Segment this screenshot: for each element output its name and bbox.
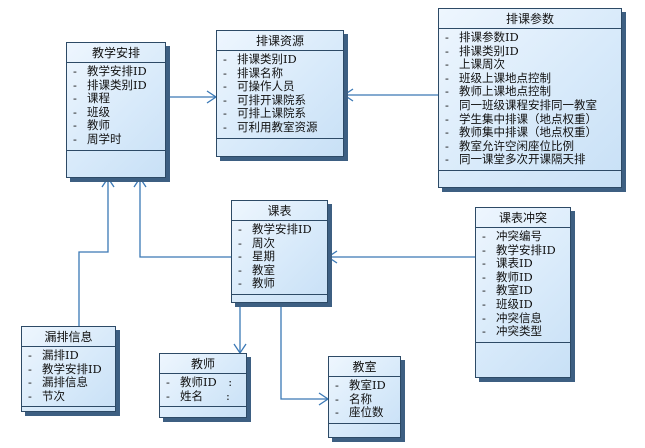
attribute: -学生集中排课（地点权重） [445,111,597,126]
attribute-list: -冲突编号 -教学安排ID -课表ID -教师ID -教室ID -班级ID -冲… [476,228,570,343]
attribute-list: -教师ID : -姓名 : [160,374,246,408]
attribute: -班级 [73,104,110,119]
attribute: -周学时 [73,131,122,146]
operations-section [67,151,165,165]
attribute: -班级上课地点控制 [445,70,551,85]
arrowhead-ziyuan-right [342,88,354,102]
arrowhead-jiaoxue-b [101,176,115,188]
class-title: 漏排信息 [22,327,115,347]
class-teacher: 教师 -教师ID : -姓名 : [159,353,247,418]
attribute: -班级ID [482,296,533,311]
attribute: -教学安排ID [73,64,147,78]
class-title: 排课参数 [439,9,621,29]
attribute: -周次 [238,235,275,250]
attribute: -教室ID [335,378,386,392]
attribute: -课程 [73,91,110,106]
class-teaching-arrangement: 教学安排 -教学安排ID -排课类别ID -课程 -班级 -教师 -周学时 [66,42,166,178]
attribute: -漏排信息 [28,375,88,390]
attribute: -冲突信息 [482,310,542,325]
attribute: -冲突类型 [482,324,542,339]
connector-kebiao-to-classroom [280,303,328,400]
class-title: 教学安排 [67,43,165,63]
attribute: -可操作人员 [223,79,295,94]
attribute: -教师上课地点控制 [445,84,551,99]
attribute-list: -排课参数ID -排课类别ID -上课周次 -班级上课地点控制 -教师上课地点控… [439,29,621,171]
operations-section [160,407,246,421]
class-scheduling-parameters: 排课参数 -排课参数ID -排课类别ID -上课周次 -班级上课地点控制 -教师… [438,8,622,188]
attribute: -教学安排ID [28,361,102,376]
connector-loupai-to-jiaoxue [78,178,109,326]
attribute: -名称 [335,391,372,406]
attribute: -教室 [238,262,275,277]
attribute: -同一班级课程安排同一教室 [445,97,597,112]
attribute-list: -排课类别ID -排课名称 -可操作人员 -可排开课院系 -可排上课院系 -可利… [217,51,343,139]
class-classroom: 教室 -教室ID -名称 -座位数 [328,356,401,438]
attribute: -教室允许空闲座位比例 [445,138,574,153]
attribute: -教师ID : [166,375,233,389]
attribute: -座位数 [335,405,384,420]
attribute: -冲突编号 [482,229,542,243]
operations-section [329,424,400,438]
arrowhead-jiaoxue-a [133,176,147,188]
class-title: 教师 [160,354,246,374]
attribute: -姓名 : [166,388,230,403]
attribute-list: -教室ID -名称 -座位数 [329,377,400,424]
attribute: -教师 [238,276,275,291]
class-title: 教室 [329,357,400,377]
attribute: -星期 [238,249,275,264]
attribute: -节次 [28,388,65,403]
attribute: -排课类别ID [445,43,519,58]
attribute: -可利用教室资源 [223,119,318,134]
arrowhead-kebiao [326,250,338,264]
attribute-list: -漏排ID -教学安排ID -漏排信息 -节次 [22,347,115,408]
class-scheduling-resources: 排课资源 -排课类别ID -排课名称 -可操作人员 -可排开课院系 -可排上课院… [216,30,344,157]
class-unscheduled-info: 漏排信息 -漏排ID -教学安排ID -漏排信息 -节次 [21,326,116,412]
connector-kebiao-to-jiaoxue [139,178,231,258]
attribute: -上课周次 [445,57,505,72]
class-timetable: 课表 -教学安排ID -周次 -星期 -教室 -教师 [231,200,328,303]
class-title: 课表冲突 [476,208,570,228]
attribute: -教室ID [482,283,533,298]
operations-section [232,295,327,309]
attribute: -教师集中排课（地点权重） [445,125,597,140]
attribute: -漏排ID [28,348,79,362]
class-timetable-conflict: 课表冲突 -冲突编号 -教学安排ID -课表ID -教师ID -教室ID -班级… [475,207,571,378]
attribute: -可排开课院系 [223,92,306,107]
attribute: -排课类别ID [73,77,147,92]
attribute: -教学安排ID [238,222,312,236]
attribute: -同一课堂多次开课隔天排 [445,152,586,167]
attribute: -课表ID [482,256,533,271]
operations-section [476,343,570,357]
attribute-list: -教学安排ID -周次 -星期 -教室 -教师 [232,221,327,295]
operations-section [22,407,115,421]
attribute: -排课参数ID [445,30,519,44]
attribute: -排课名称 [223,65,283,80]
class-title: 课表 [232,201,327,221]
attribute: -排课类别ID [223,52,297,66]
operations-section [217,139,343,153]
attribute: -可排上课院系 [223,106,306,121]
attribute: -教师ID [482,269,533,284]
class-title: 排课资源 [217,31,343,51]
attribute-list: -教学安排ID -排课类别ID -课程 -班级 -教师 -周学时 [67,63,165,151]
operations-section [439,171,621,185]
attribute: -教学安排ID [482,242,556,257]
attribute: -教师 [73,118,110,133]
